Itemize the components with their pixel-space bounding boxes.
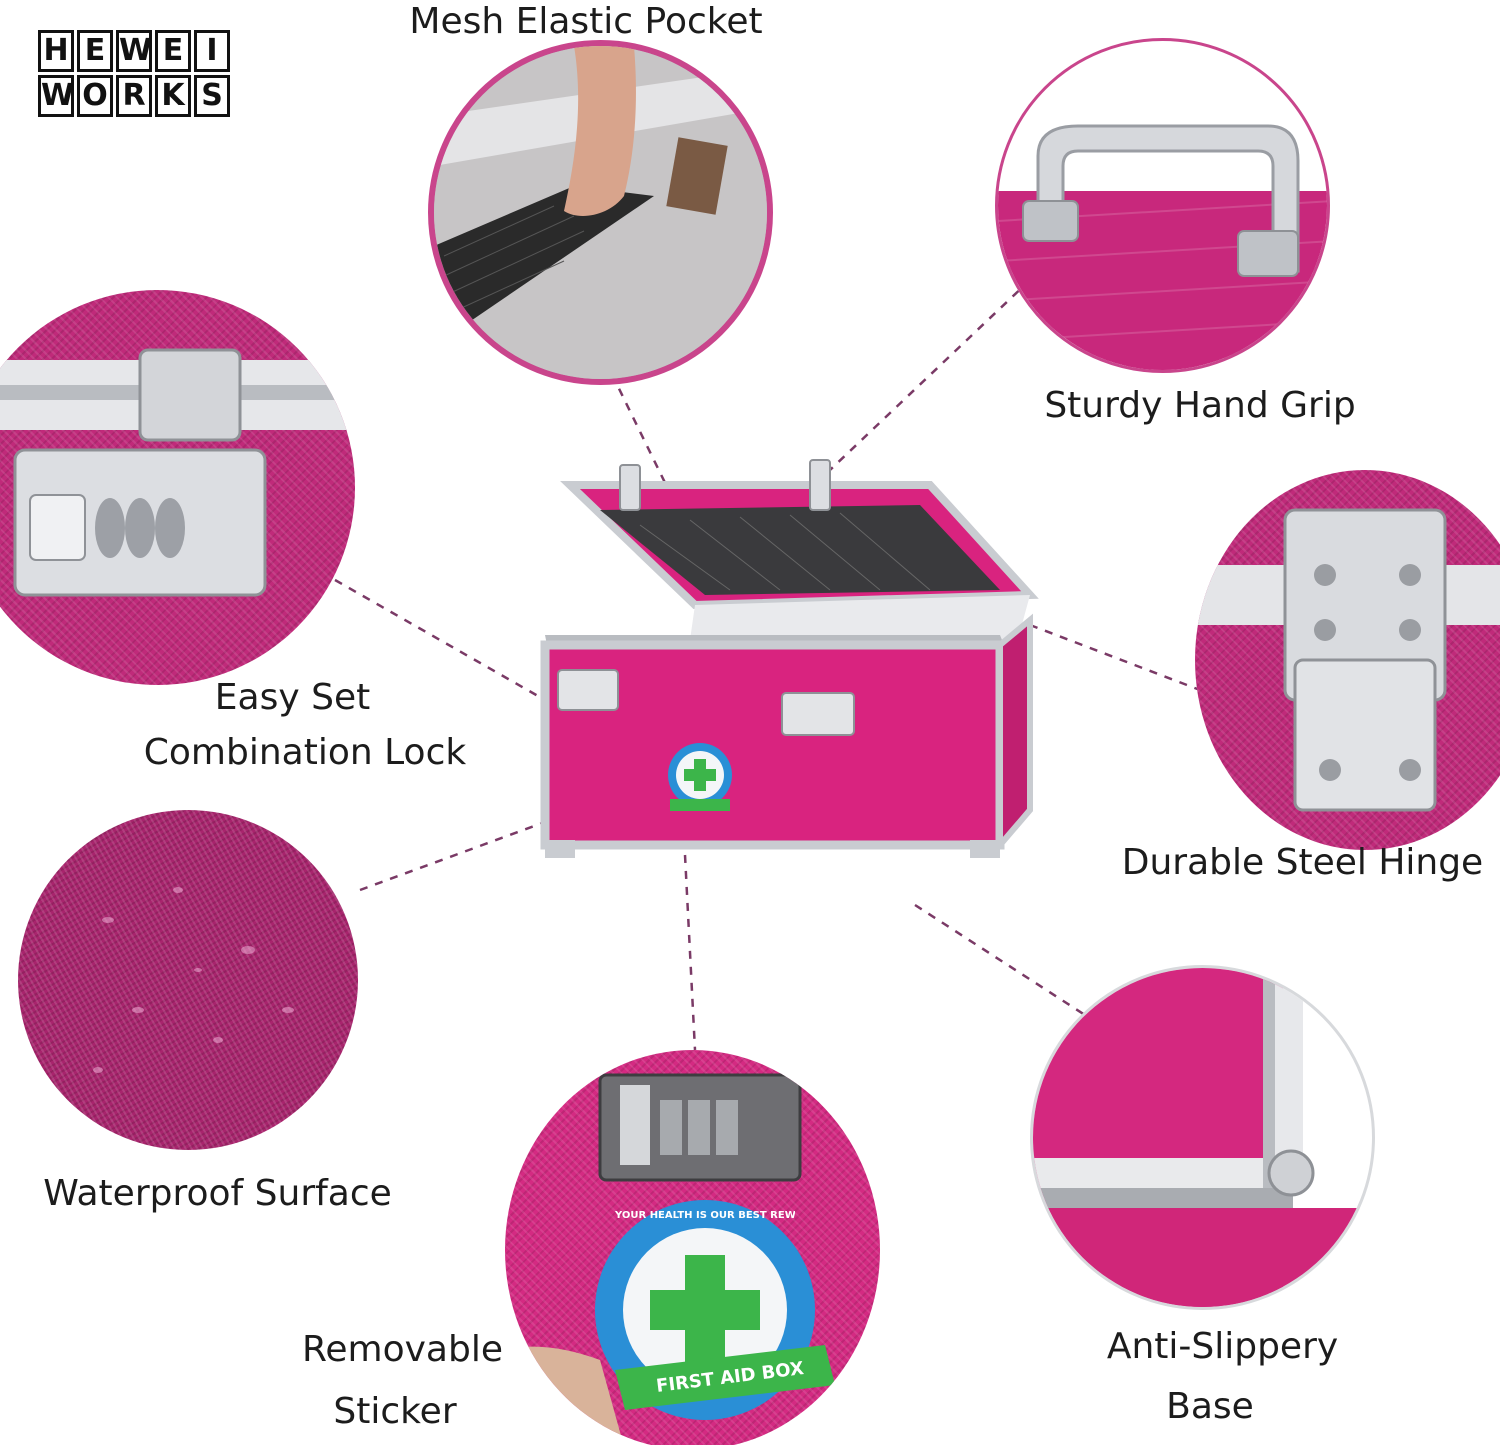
- logo-letter: S: [194, 75, 230, 117]
- handle-illustration: [998, 124, 1327, 370]
- logo-row-bottom: W O R K S: [38, 75, 236, 117]
- label-removable: Removable: [301, 1329, 503, 1370]
- logo-letter: E: [77, 30, 113, 72]
- label-anti-slippery: Anti-Slippery: [1106, 1326, 1339, 1367]
- combination-lock-detail: [0, 290, 355, 685]
- leader-waterproof: [359, 798, 606, 892]
- leader-sticker: [683, 854, 697, 1051]
- steel-hinge-detail: [1195, 470, 1500, 850]
- sticker-arc-text: YOUR HEALTH IS OUR BEST REWARD: [615, 1210, 795, 1221]
- logo-letter: K: [155, 75, 191, 117]
- label-combination-lock: Combination Lock: [143, 732, 467, 773]
- base-corner-illustration: [1033, 968, 1372, 1307]
- logo-letter: H: [38, 30, 74, 72]
- logo-letter: E: [155, 30, 191, 72]
- label-easy-set: Easy Set: [214, 677, 371, 718]
- mesh-pocket-illustration: [434, 46, 767, 379]
- lock-illustration: [0, 348, 355, 597]
- logo-letter: I: [194, 30, 230, 72]
- leader-base: [914, 903, 1086, 1017]
- leader-hinge: [1029, 623, 1201, 692]
- label-sturdy-hand-grip: Sturdy Hand Grip: [1044, 385, 1356, 426]
- logo-letter: O: [77, 75, 113, 117]
- label-durable-steel-hinge: Durable Steel Hinge: [1121, 842, 1484, 883]
- hinge-illustration: [1195, 508, 1500, 812]
- sticker-illustration: [505, 1073, 835, 1445]
- label-mesh-elastic-pocket: Mesh Elastic Pocket: [409, 1, 763, 42]
- logo-letter: R: [116, 75, 152, 117]
- waterproof-surface-detail: [18, 810, 358, 1150]
- brand-logo: H E W E I W O R K S: [38, 30, 236, 120]
- label-sticker: Sticker: [333, 1391, 457, 1432]
- hand-grip-detail: [995, 38, 1330, 373]
- label-waterproof-surface: Waterproof Surface: [43, 1173, 392, 1214]
- leader-hand-grip: [829, 279, 1031, 471]
- logo-letter: W: [38, 75, 74, 117]
- logo-letter: W: [116, 30, 152, 72]
- medicine-case-product: [540, 459, 1039, 858]
- logo-row-top: H E W E I: [38, 30, 236, 72]
- removable-sticker-detail: YOUR HEALTH IS OUR BEST REWARD FIRST AID…: [505, 1050, 880, 1445]
- anti-slippery-base-detail: [1030, 965, 1375, 1310]
- water-droplets: [93, 887, 294, 1073]
- mesh-pocket-detail: [428, 40, 773, 385]
- label-base: Base: [1166, 1386, 1254, 1427]
